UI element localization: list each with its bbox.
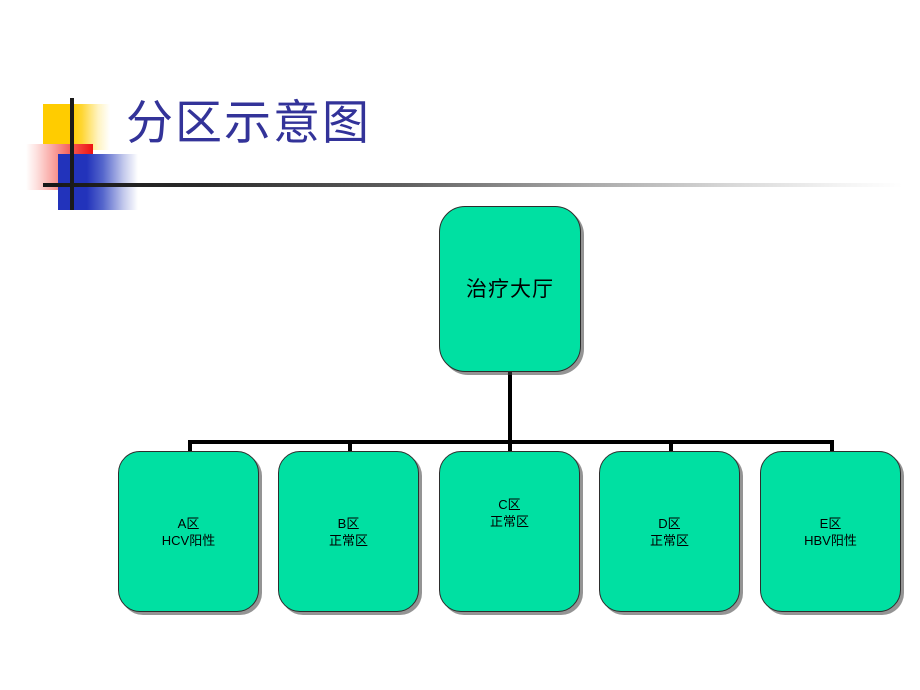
connector-drop-a xyxy=(188,440,192,453)
node-treatment-hall[interactable]: 治疗大厅 xyxy=(439,206,581,372)
decorative-horizontal-rule xyxy=(43,183,903,187)
node-label-zone-b: B区 正常区 xyxy=(328,515,368,548)
title-block: 分区示意图 xyxy=(0,0,920,210)
node-label-root: 治疗大厅 xyxy=(466,277,554,301)
connector-drop-d xyxy=(669,440,673,453)
connector-drop-b xyxy=(348,440,352,453)
connector-drop-c xyxy=(508,440,512,453)
decorative-yellow-square xyxy=(43,104,110,150)
node-label-zone-e: E区 HBV阳性 xyxy=(804,515,857,548)
connector-root-stem xyxy=(508,372,512,443)
node-zone-a[interactable]: A区 HCV阳性 xyxy=(118,451,259,612)
connector-drop-e xyxy=(830,440,834,453)
node-zone-d[interactable]: D区 正常区 xyxy=(599,451,740,612)
node-zone-c[interactable]: C区 正常区 xyxy=(439,451,580,612)
node-zone-b[interactable]: B区 正常区 xyxy=(278,451,419,612)
node-label-zone-c: C区 正常区 xyxy=(489,497,529,529)
node-label-zone-d: D区 正常区 xyxy=(649,515,689,548)
page-title: 分区示意图 xyxy=(126,96,371,151)
node-label-zone-a: A区 HCV阳性 xyxy=(161,515,216,548)
decorative-vertical-rule xyxy=(70,98,74,210)
node-zone-e[interactable]: E区 HBV阳性 xyxy=(760,451,901,612)
